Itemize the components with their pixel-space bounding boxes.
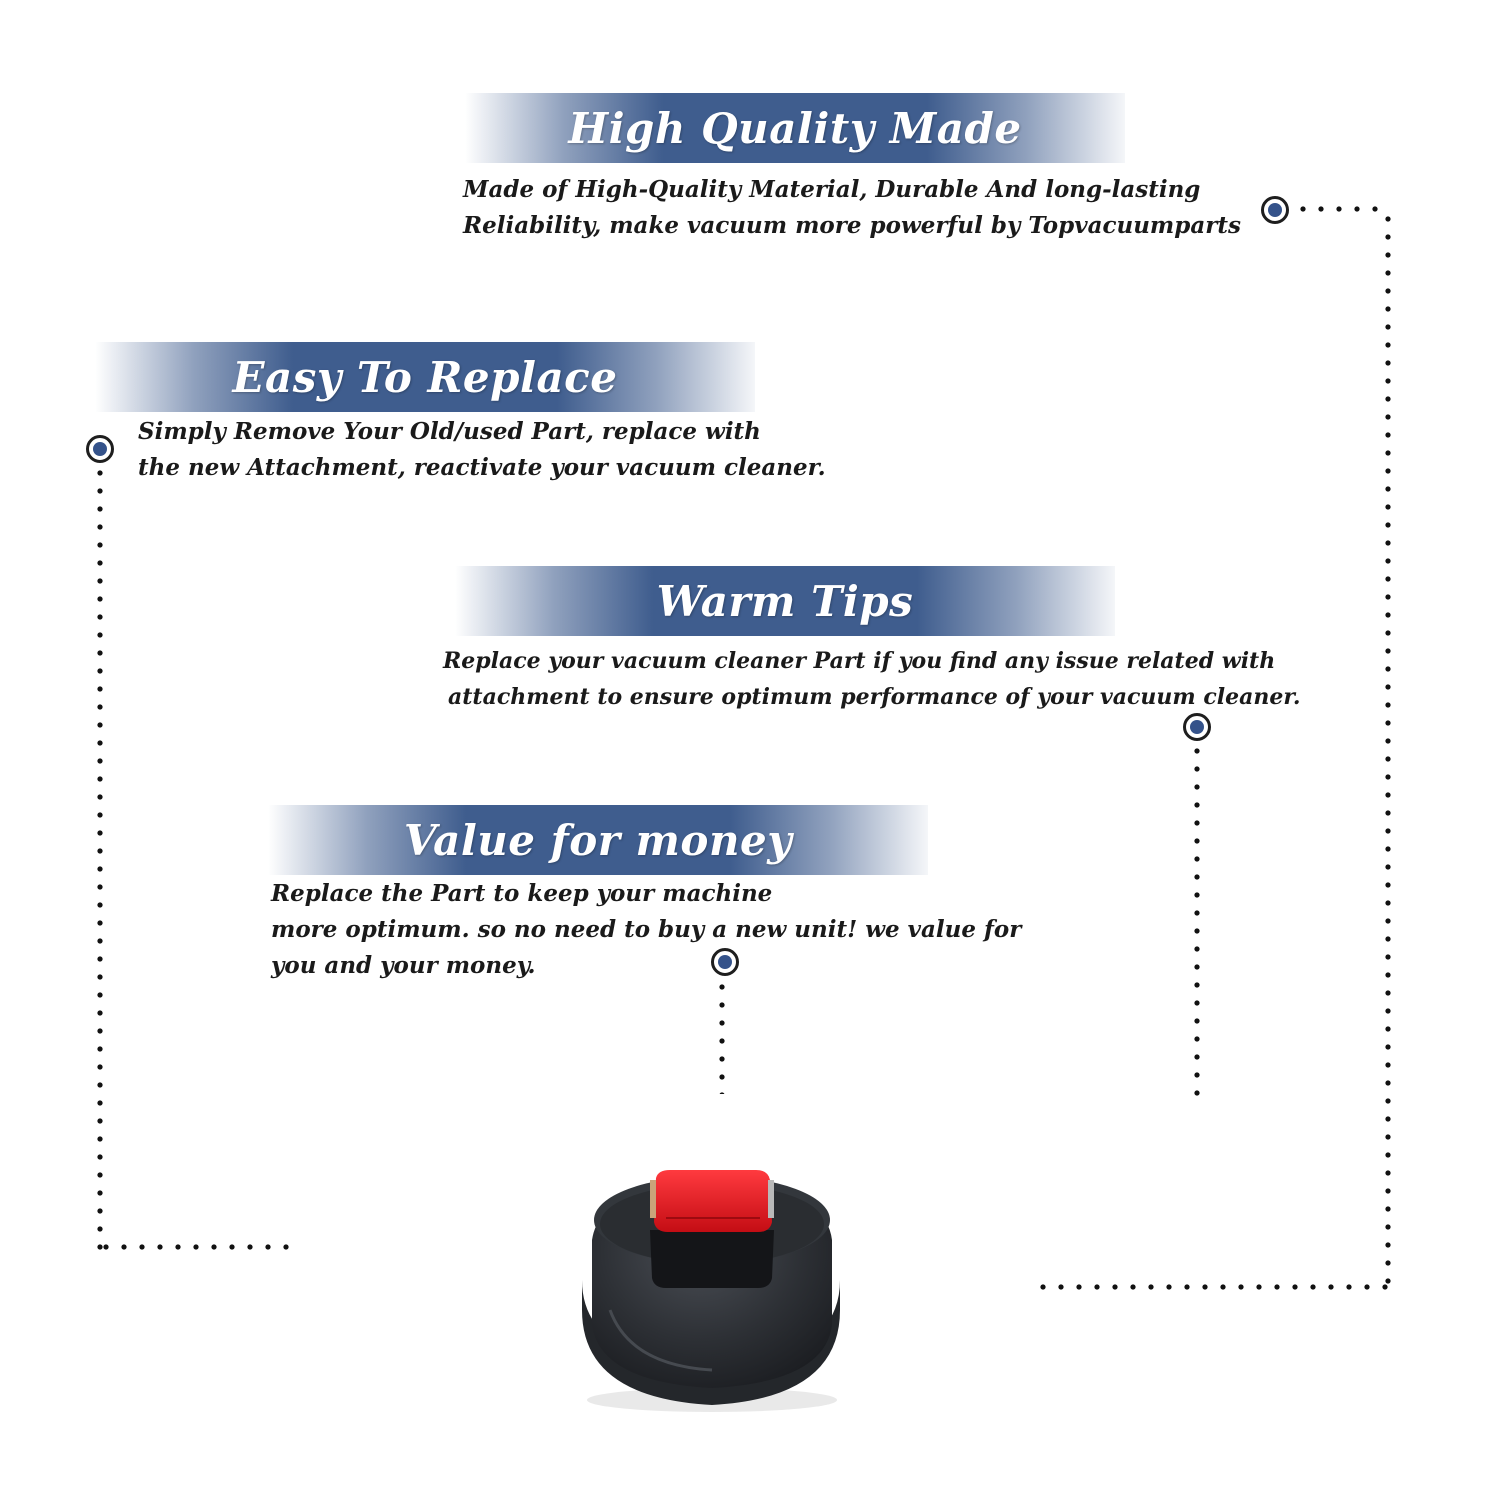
marker-easy-replace-icon: [86, 435, 114, 463]
description-value-money: Replace the Part to keep your machine mo…: [271, 876, 1021, 984]
description-line: Replace the Part to keep your machine: [271, 880, 773, 907]
heading-high-quality: High Quality Made: [568, 103, 1022, 153]
connector-line: [1034, 1284, 1390, 1290]
description-warm-tips: Replace your vacuum cleaner Part if you …: [443, 643, 1301, 715]
vacuum-part-icon: [582, 1170, 840, 1412]
description-line: Replace your vacuum cleaner Part if you …: [443, 648, 1276, 674]
heading-easy-replace: Easy To Replace: [232, 352, 618, 402]
connector-line: [1385, 210, 1391, 1292]
description-line: you and your money.: [271, 952, 536, 979]
banner-high-quality: High Quality Made: [465, 93, 1125, 163]
description-line: attachment to ensure optimum performance…: [448, 684, 1301, 710]
description-high-quality: Made of High-Quality Material, Durable A…: [463, 172, 1241, 244]
banner-easy-replace: Easy To Replace: [95, 342, 755, 412]
heading-warm-tips: Warm Tips: [656, 576, 914, 626]
description-line: more optimum. so no need to buy a new un…: [271, 916, 1022, 943]
description-line: Simply Remove Your Old/used Part, replac…: [138, 418, 761, 445]
marker-warm-tips-icon: [1183, 713, 1211, 741]
marker-high-quality-icon: [1261, 196, 1289, 224]
description-line: Reliability, make vacuum more powerful b…: [463, 212, 1241, 239]
banner-value-money: Value for money: [268, 805, 928, 875]
connector-line: [1294, 206, 1390, 212]
connector-line: [1194, 742, 1200, 1108]
connector-line: [97, 1244, 301, 1250]
heading-value-money: Value for money: [403, 815, 793, 865]
description-line: Made of High-Quality Material, Durable A…: [463, 176, 1201, 203]
connector-line: [719, 978, 725, 1094]
marker-value-money-icon: [711, 948, 739, 976]
connector-line: [97, 464, 103, 1252]
description-line: the new Attachment, reactivate your vacu…: [138, 454, 826, 481]
description-easy-replace: Simply Remove Your Old/used Part, replac…: [138, 414, 826, 486]
banner-warm-tips: Warm Tips: [455, 566, 1115, 636]
